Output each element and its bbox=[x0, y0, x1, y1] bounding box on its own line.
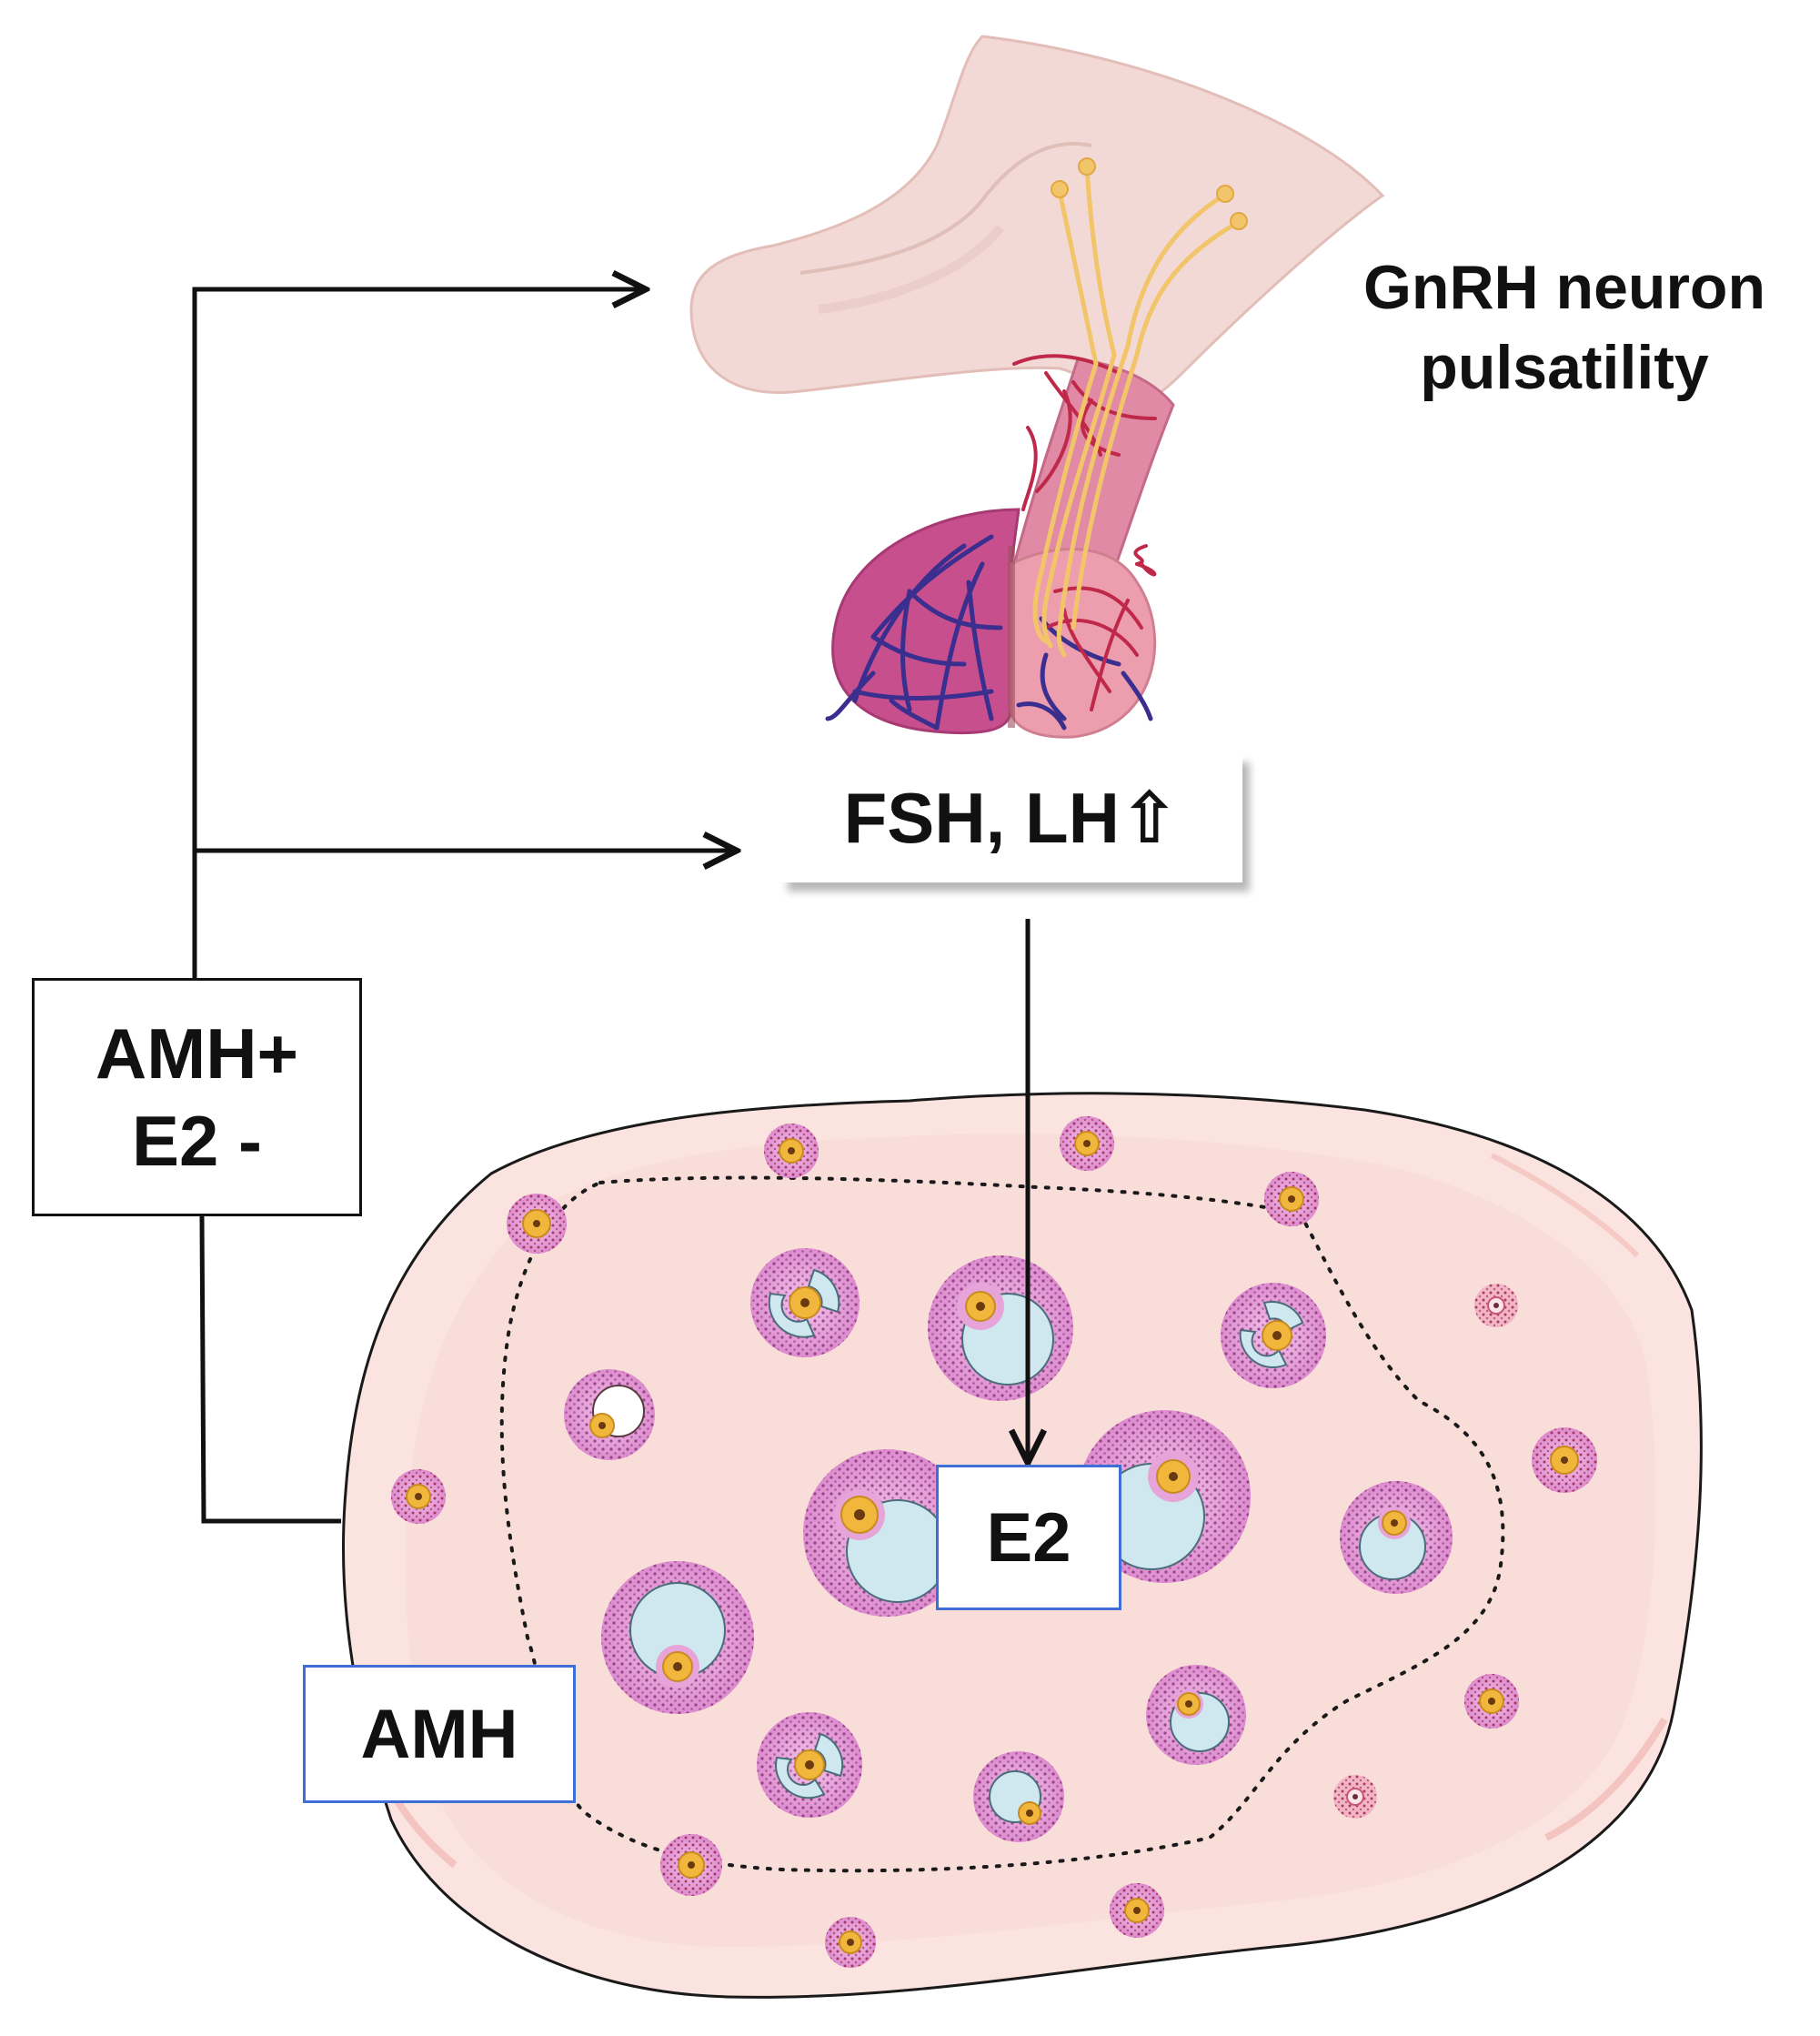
follicle-icon bbox=[1060, 1116, 1114, 1171]
follicle-icon bbox=[973, 1751, 1064, 1842]
follicle-icon bbox=[928, 1255, 1073, 1401]
posterior-pituitary bbox=[1010, 548, 1156, 739]
follicle-icon bbox=[1110, 1883, 1164, 1938]
follicle-icon bbox=[507, 1194, 567, 1254]
gnrh-neuron-fibers bbox=[1032, 166, 1240, 658]
hypothalamus-pituitary-illustration bbox=[689, 35, 1385, 739]
hypothalamus-inner-fold bbox=[799, 142, 1092, 275]
follicle-icon bbox=[764, 1124, 819, 1178]
follicle-icon bbox=[825, 1917, 876, 1968]
follicle-icon bbox=[1464, 1674, 1519, 1729]
arrow-to-hypothalamus bbox=[192, 289, 646, 978]
follicle-icon bbox=[1333, 1775, 1377, 1819]
antral-follicles bbox=[564, 1248, 1453, 1842]
follicle-icon bbox=[660, 1834, 722, 1896]
amh-box: AMH bbox=[303, 1665, 576, 1803]
anterior-pituitary bbox=[831, 508, 1021, 735]
ovary-stroma-streak bbox=[1490, 1153, 1640, 1258]
connector-ovary-to-box bbox=[199, 1215, 341, 1524]
neuron-soma-icon bbox=[1230, 212, 1248, 230]
fsh-lh-label: FSH, LH⇧ bbox=[843, 777, 1180, 858]
follicle-icon bbox=[803, 1449, 970, 1617]
gnrh-neuron-somas bbox=[1051, 157, 1248, 230]
third-ventricle bbox=[818, 224, 1004, 314]
e2-label: E2 bbox=[986, 1498, 1071, 1577]
follicle-icon bbox=[1340, 1481, 1453, 1594]
gnrh-neuron-pulsatility-label: GnRH neuron pulsatility bbox=[1310, 246, 1819, 409]
medulla-dotted-boundary bbox=[499, 1175, 1505, 1873]
follicle-icon bbox=[1474, 1284, 1518, 1327]
feedback-connectors bbox=[192, 289, 1028, 1524]
e2-minus-label: E2 - bbox=[131, 1101, 263, 1181]
follicle-icon bbox=[757, 1712, 862, 1818]
neuron-soma-icon bbox=[1051, 180, 1069, 198]
follicle-icon bbox=[601, 1561, 754, 1714]
neuron-soma-icon bbox=[1078, 157, 1096, 176]
follicle-icon bbox=[1532, 1427, 1597, 1493]
gnrh-label-line2: pulsatility bbox=[1420, 333, 1709, 402]
follicle-icon bbox=[1146, 1665, 1246, 1765]
gnrh-label-line1: GnRH neuron bbox=[1363, 253, 1765, 322]
follicle-icon bbox=[391, 1469, 446, 1524]
amh-e2-feedback-box: AMH+ E2 - bbox=[32, 978, 362, 1216]
amh-plus-label: AMH+ bbox=[95, 1013, 299, 1094]
portal-veins bbox=[825, 534, 1153, 731]
primordial-follicles bbox=[391, 1116, 1597, 1968]
follicle-icon bbox=[564, 1369, 655, 1460]
hypothalamus-tissue bbox=[689, 35, 1385, 406]
fsh-lh-box: FSH, LH⇧ bbox=[780, 753, 1242, 882]
ovary-stroma-streak bbox=[1544, 1717, 1668, 1841]
neuron-soma-icon bbox=[1216, 185, 1234, 203]
follicle-icon bbox=[750, 1248, 860, 1357]
e2-box: E2 bbox=[936, 1465, 1121, 1610]
follicle-icon bbox=[1221, 1283, 1326, 1388]
amh-label: AMH bbox=[360, 1695, 518, 1773]
follicle-icon bbox=[1264, 1172, 1319, 1226]
